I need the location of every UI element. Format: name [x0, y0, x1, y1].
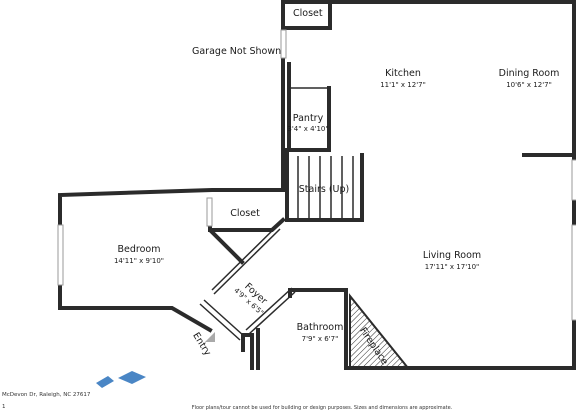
label-stairs: Stairs (Up) — [299, 184, 350, 195]
footer-disclaimer: Floor plans/tour cannot be used for buil… — [192, 405, 453, 411]
dims-pantry: 3'4" x 4'10" — [287, 125, 328, 133]
label-pantry: Pantry — [293, 113, 324, 124]
label-kitchen: Kitchen — [385, 68, 421, 79]
interior-walls — [208, 0, 576, 370]
stairs-treads — [297, 156, 354, 220]
dims-dining: 10'6" x 12'7" — [506, 81, 552, 89]
label-garage: Garage Not Shown — [192, 46, 281, 57]
entry-label-group: Entry — [190, 331, 213, 359]
label-dining: Dining Room — [499, 68, 560, 79]
label-bedroom: Bedroom — [118, 244, 161, 255]
compass-icon-2 — [118, 371, 146, 384]
dims-living: 17'11" x 17'10" — [425, 263, 480, 271]
entry-arrow-icon — [205, 332, 215, 342]
footer-page: 1 — [2, 404, 6, 410]
dims-bedroom: 14'11" x 9'10" — [114, 257, 164, 265]
label-bathroom: Bathroom — [297, 322, 344, 333]
fireplace-hearth — [349, 293, 411, 369]
label-entry: Entry — [190, 331, 213, 359]
dims-bathroom: 7'9" x 6'7" — [302, 335, 339, 343]
compass-icon — [96, 376, 114, 388]
label-living: Living Room — [423, 250, 481, 261]
label-closet-top: Closet — [293, 8, 323, 19]
footer-address: McDevon Dr, Raleigh, NC 27617 — [2, 392, 91, 398]
dims-kitchen: 11'1" x 12'7" — [380, 81, 426, 89]
windows — [57, 29, 576, 321]
foyer-walls — [199, 224, 296, 341]
label-closet-mid: Closet — [230, 208, 260, 219]
